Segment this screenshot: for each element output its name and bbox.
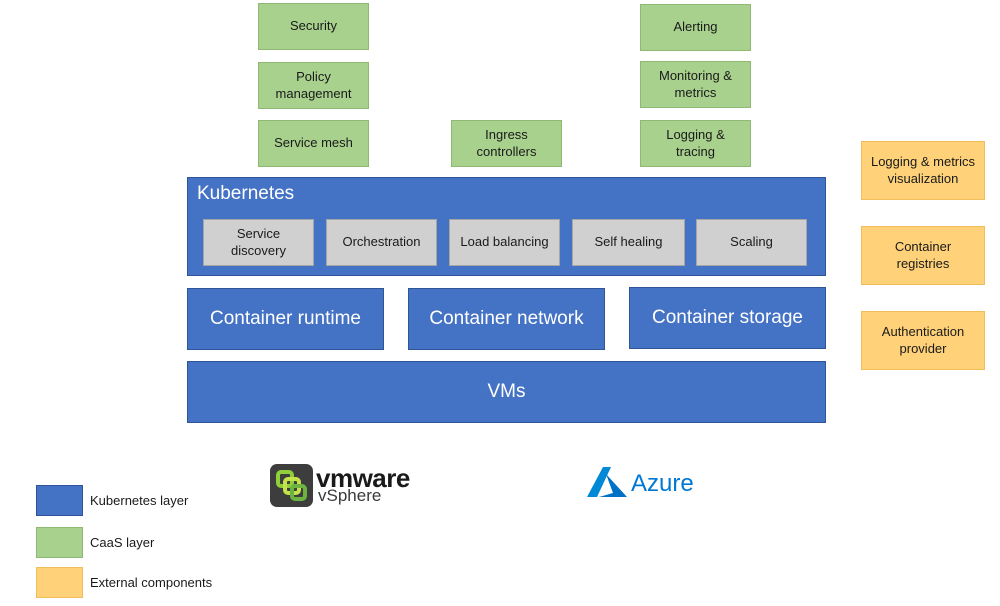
orchestration-box: Orchestration [326, 219, 437, 266]
kubernetes-title: Kubernetes [197, 183, 295, 204]
container-network-box: Container network [408, 288, 605, 350]
monitoring-metrics-box: Monitoring & metrics [640, 61, 751, 108]
load-balancing-box: Load balancing [449, 219, 560, 266]
legend-label-kubernetes: Kubernetes layer [90, 493, 189, 508]
self-healing-box: Self healing [572, 219, 685, 266]
legend-swatch-caas [36, 527, 83, 558]
service-mesh-box: Service mesh [258, 120, 369, 167]
ingress-controllers-box: Ingress controllers [451, 120, 562, 167]
logging-tracing-box: Logging & tracing [640, 120, 751, 167]
container-runtime-box: Container runtime [187, 288, 384, 350]
logging-metrics-visualization-box: Logging & metrics visualization [861, 141, 985, 200]
alerting-box: Alerting [640, 4, 751, 51]
security-box: Security [258, 3, 369, 50]
authentication-provider-box: Authentication provider [861, 311, 985, 370]
vms-box: VMs [187, 361, 826, 423]
container-registries-box: Container registries [861, 226, 985, 285]
vmware-vsphere-logo-icon [270, 464, 313, 507]
policy-management-box: Policy management [258, 62, 369, 109]
vsphere-wordmark: vSphere [318, 486, 382, 505]
container-storage-box: Container storage [629, 287, 826, 349]
legend-swatch-kubernetes [36, 485, 83, 516]
service-discovery-box: Service discovery [203, 219, 314, 266]
vmware-wordmark: vmware [316, 463, 410, 493]
azure-logo-icon [586, 466, 628, 498]
legend-label-external: External components [90, 575, 213, 590]
scaling-box: Scaling [696, 219, 807, 266]
azure-wordmark: Azure [631, 470, 694, 497]
legend-swatch-external [36, 567, 83, 598]
legend-label-caas: CaaS layer [90, 535, 155, 550]
